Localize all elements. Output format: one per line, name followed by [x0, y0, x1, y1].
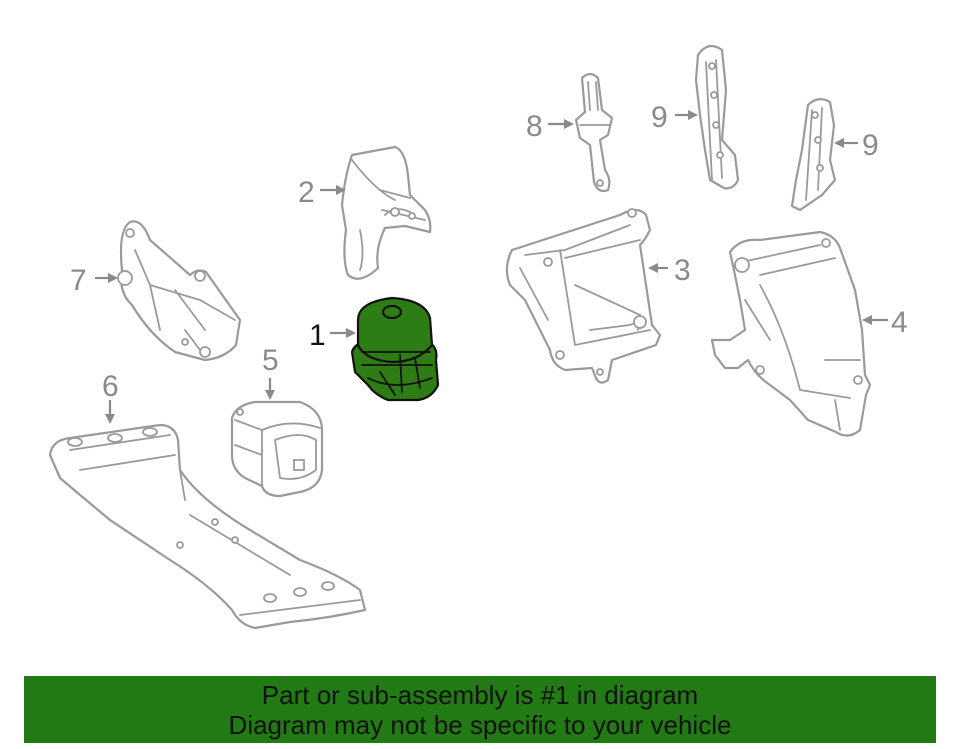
banner-line-1: Part or sub-assembly is #1 in diagram: [261, 679, 699, 710]
parts-diagram: 1 2 3 4 5 6 7 8 9 9: [48, 44, 908, 630]
part-1-engine-mount[interactable]: [350, 296, 440, 402]
callout-8: 8: [526, 110, 543, 143]
banner-line-2: Diagram may not be specific to your vehi…: [228, 709, 732, 740]
callout-1: 1: [309, 319, 326, 352]
part-6-crossmember[interactable]: [48, 423, 367, 630]
callout-9-right: 9: [862, 129, 879, 162]
callout-5: 5: [262, 344, 279, 377]
callout-2: 2: [298, 176, 315, 209]
callout-9-left: 9: [651, 101, 668, 134]
part-7-bracket[interactable]: [117, 220, 242, 362]
part-8-bracket[interactable]: [574, 72, 614, 193]
part-4-bracket[interactable]: [710, 230, 872, 437]
callout-4: 4: [891, 306, 908, 339]
part-9-bracket-left[interactable]: [694, 44, 740, 190]
part-5-mount[interactable]: [230, 400, 324, 498]
callout-labels: 1 2 3 4 5 6 7 8 9 9: [70, 101, 908, 403]
part-9-bracket-right[interactable]: [790, 98, 837, 212]
info-banner: Part or sub-assembly is #1 in diagram Di…: [24, 676, 936, 743]
callout-3: 3: [674, 254, 691, 287]
callout-arrows: [95, 110, 888, 424]
callout-7: 7: [70, 264, 87, 297]
part-2-bracket[interactable]: [340, 145, 432, 280]
part-3-bracket[interactable]: [505, 208, 662, 384]
callout-6: 6: [102, 370, 119, 403]
